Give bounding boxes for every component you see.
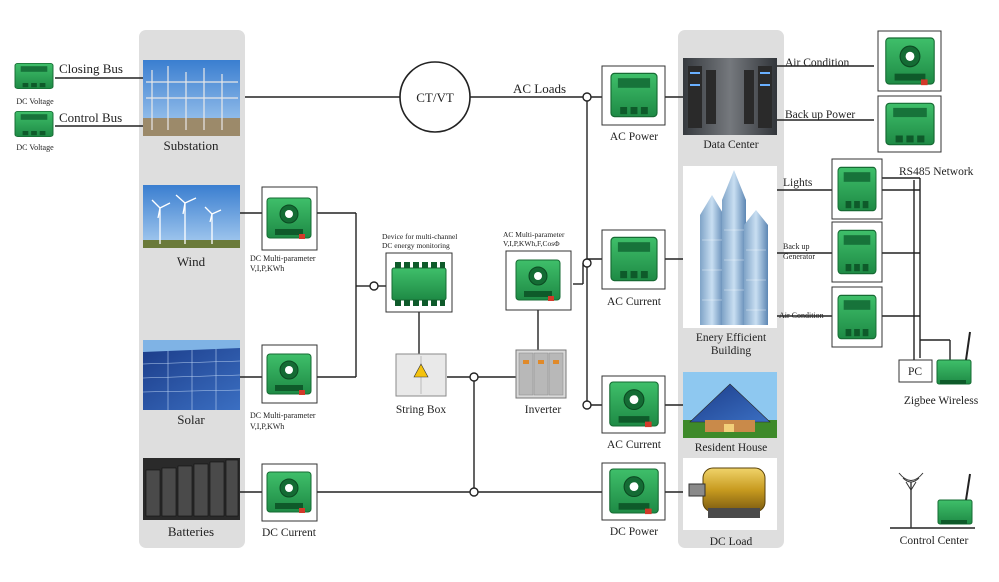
dc-current-meter xyxy=(266,471,312,514)
dc-voltage-meter-1 xyxy=(14,62,54,90)
control-center-label: Control Center xyxy=(900,535,969,547)
pc-box xyxy=(898,359,933,383)
resident-house-image xyxy=(683,372,777,438)
batteries-label: Batteries xyxy=(168,524,214,539)
batteries-image xyxy=(143,458,240,520)
ac-current-meter-1 xyxy=(610,236,658,282)
zigbee-device xyxy=(936,331,972,385)
substation-label: Substation xyxy=(164,138,219,153)
building-image xyxy=(683,166,777,328)
backup-power-label: Back up Power xyxy=(785,109,855,121)
dc-multi-sub-2: V,I,P,KWh xyxy=(250,422,284,431)
source-panel xyxy=(139,30,245,548)
backup-power-meter xyxy=(885,102,935,146)
inverter-image xyxy=(515,349,567,399)
ctvt-label: CT/VT xyxy=(416,90,454,105)
ac-multi-label: AC Multi-parameter xyxy=(503,230,565,239)
ac-power-meter xyxy=(610,72,658,118)
dc-multi-meter-1 xyxy=(266,197,312,240)
ac-top-meter xyxy=(885,37,935,86)
ac-current-label-1: AC Current xyxy=(607,296,662,308)
backup-gen-label-2: Generator xyxy=(783,252,815,261)
building-label-1: Enery Efficient xyxy=(696,332,767,344)
dc-multi-meter-2 xyxy=(266,353,312,396)
ac-current-label-2: AC Current xyxy=(607,439,662,451)
data-center-image xyxy=(683,58,777,135)
inverter-label: Inverter xyxy=(525,404,562,416)
dc-voltage-label-1: DC Voltage xyxy=(16,97,54,106)
rs485-label: RS485 Network xyxy=(899,166,974,178)
lights-meter xyxy=(837,166,877,212)
wind-image xyxy=(143,185,240,248)
backup-gen-label-1: Back up xyxy=(783,242,809,251)
dc-power-meter xyxy=(609,468,659,515)
dc-current-label: DC Current xyxy=(262,527,317,539)
ac-multi-sub: V,I,P,KWh,F,CosΦ xyxy=(503,239,560,248)
string-box-image xyxy=(395,353,447,397)
dc-multi-sub-1: V,I,P,KWh xyxy=(250,264,284,273)
dc-multi-label-1: DC Multi-parameter xyxy=(250,254,316,263)
dc-voltage-meter-2 xyxy=(14,110,54,138)
dc-power-label: DC Power xyxy=(610,526,658,538)
substation-image xyxy=(143,60,240,136)
dc-multi-label-2: DC Multi-parameter xyxy=(250,411,316,420)
dc-load-label: DC Load xyxy=(710,536,753,548)
string-box-label: String Box xyxy=(396,404,446,416)
control-center-antenna xyxy=(898,472,924,528)
dc-voltage-label-2: DC Voltage xyxy=(16,143,54,152)
ac-loads-label: AC Loads xyxy=(513,81,566,96)
air-condition-mid-label: Air Condition xyxy=(779,311,824,320)
multichannel-label-2: DC energy monitoring xyxy=(382,241,450,250)
solar-label: Solar xyxy=(177,412,205,427)
data-center-label: Data Center xyxy=(703,139,758,151)
solar-image xyxy=(142,340,241,410)
wind-label: Wind xyxy=(177,254,206,269)
lights-label: Lights xyxy=(783,177,813,189)
control-bus-label: Control Bus xyxy=(59,110,122,125)
zigbee-label: Zigbee Wireless xyxy=(904,395,979,407)
resident-house-label: Resident House xyxy=(695,442,768,454)
ac-power-label: AC Power xyxy=(610,131,658,143)
multichannel-device xyxy=(391,262,447,306)
ac-current-meter-2 xyxy=(609,381,659,428)
building-label-2: Building xyxy=(711,345,752,357)
dc-load-image xyxy=(683,458,777,530)
closing-bus-label: Closing Bus xyxy=(59,61,123,76)
backup-gen-meter xyxy=(837,229,877,275)
control-center-device xyxy=(937,473,973,525)
pc-label: PC xyxy=(908,366,922,378)
air-condition-top-label: Air Condition xyxy=(785,57,849,69)
junction-nodes xyxy=(369,92,592,497)
air-condition-mid-meter xyxy=(837,294,877,340)
ctvt-transformer: CT/VT xyxy=(399,61,471,133)
multichannel-label-1: Device for multi-channel xyxy=(382,232,457,241)
ac-multi-meter xyxy=(515,259,561,302)
